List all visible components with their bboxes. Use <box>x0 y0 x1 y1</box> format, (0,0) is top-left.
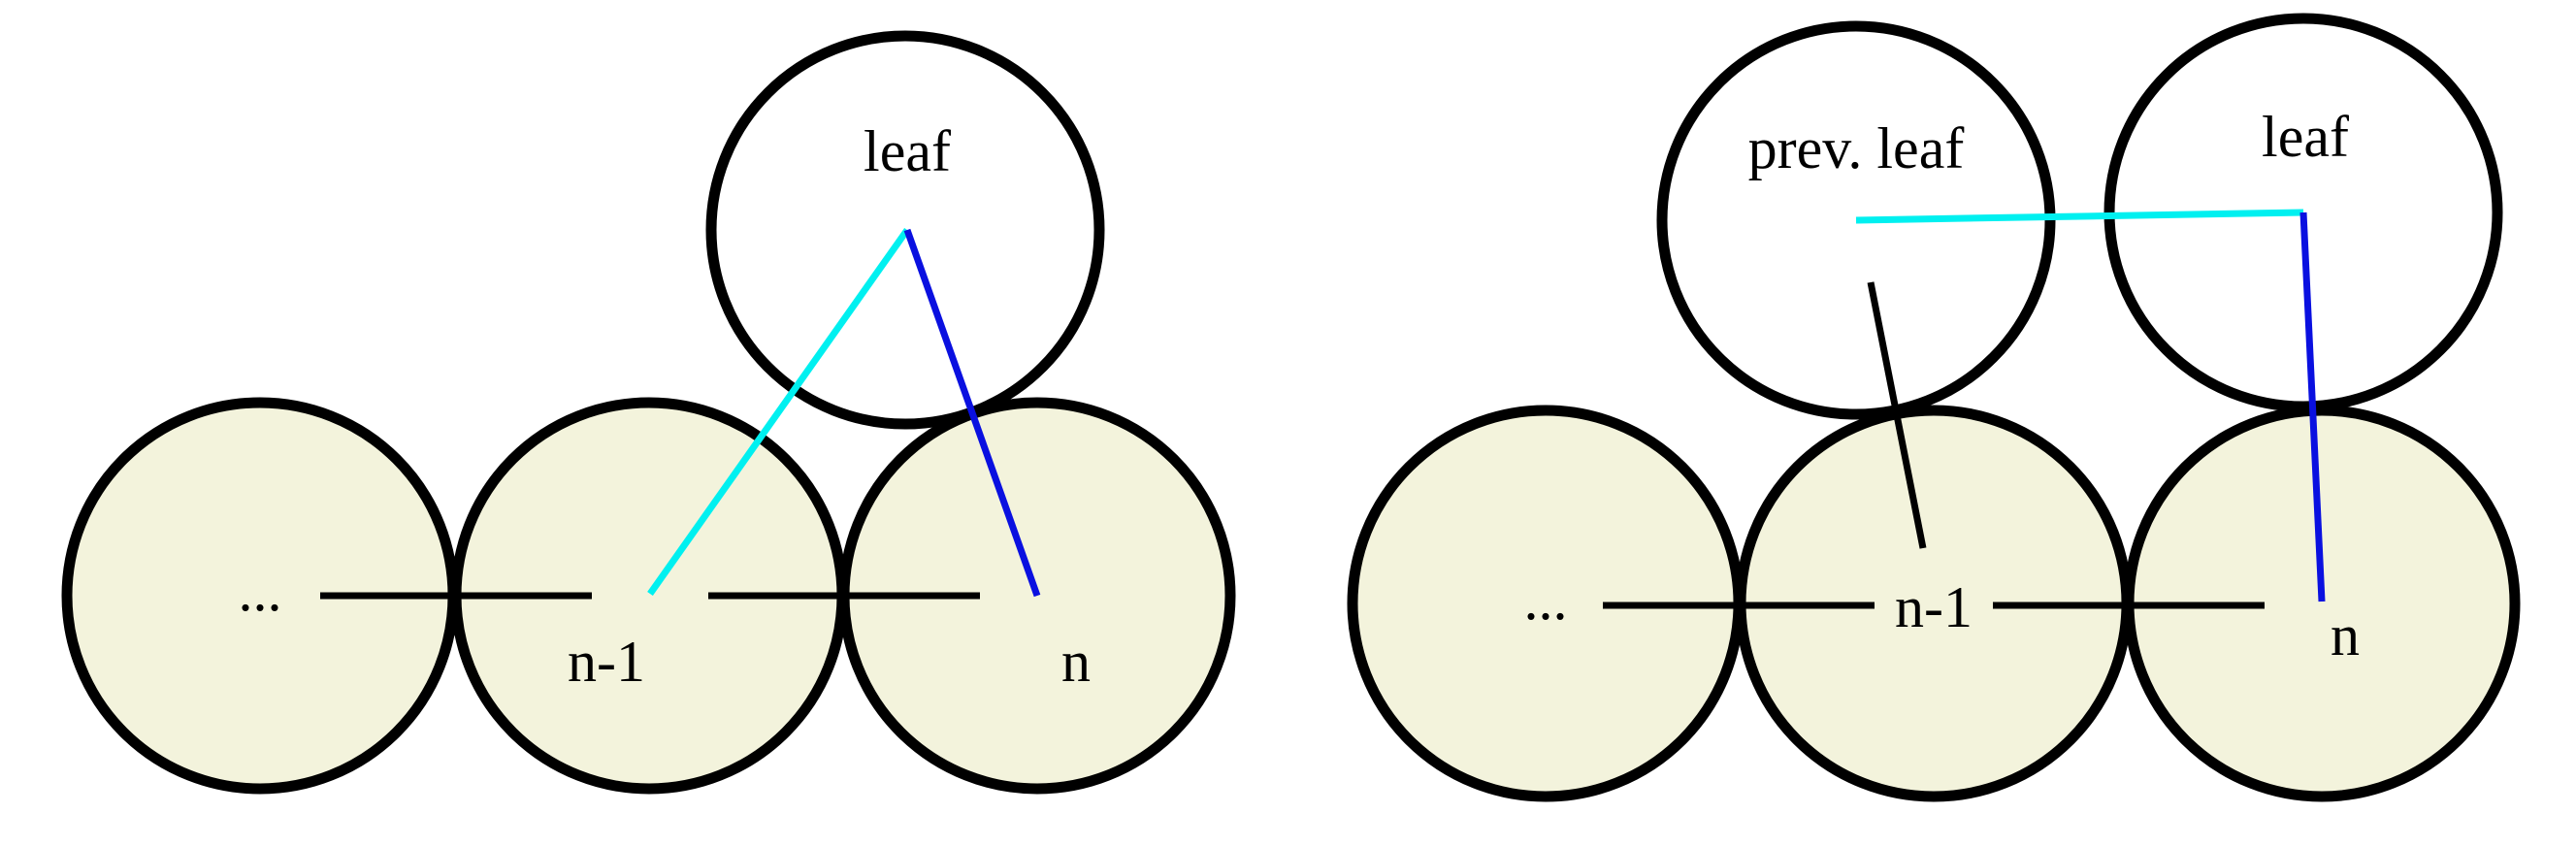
left-label-leaf: leaf <box>864 119 951 183</box>
right-cyan-link <box>1855 209 2304 224</box>
left-diagram: ... n-1 n leaf <box>61 30 1236 795</box>
right-label-n-1: n-1 <box>1895 575 1973 639</box>
left-label-n-1: n-1 <box>568 630 645 694</box>
right-diagram: ... n-1 n prev. leaf leaf <box>1347 13 2521 802</box>
left-cyan-link <box>647 227 910 597</box>
left-label-ellipsis: ... <box>239 559 282 623</box>
right-label-leaf: leaf <box>2262 105 2349 169</box>
right-blue-link <box>2299 212 2326 602</box>
right-label-ellipsis: ... <box>1524 568 1568 632</box>
right-label-prev-leaf: prev. leaf <box>1748 116 1965 180</box>
left-blue-link <box>903 228 1041 598</box>
left-label-n: n <box>1061 630 1091 694</box>
right-prev-leaf-edge <box>1867 281 1927 549</box>
right-label-n: n <box>2331 603 2360 667</box>
